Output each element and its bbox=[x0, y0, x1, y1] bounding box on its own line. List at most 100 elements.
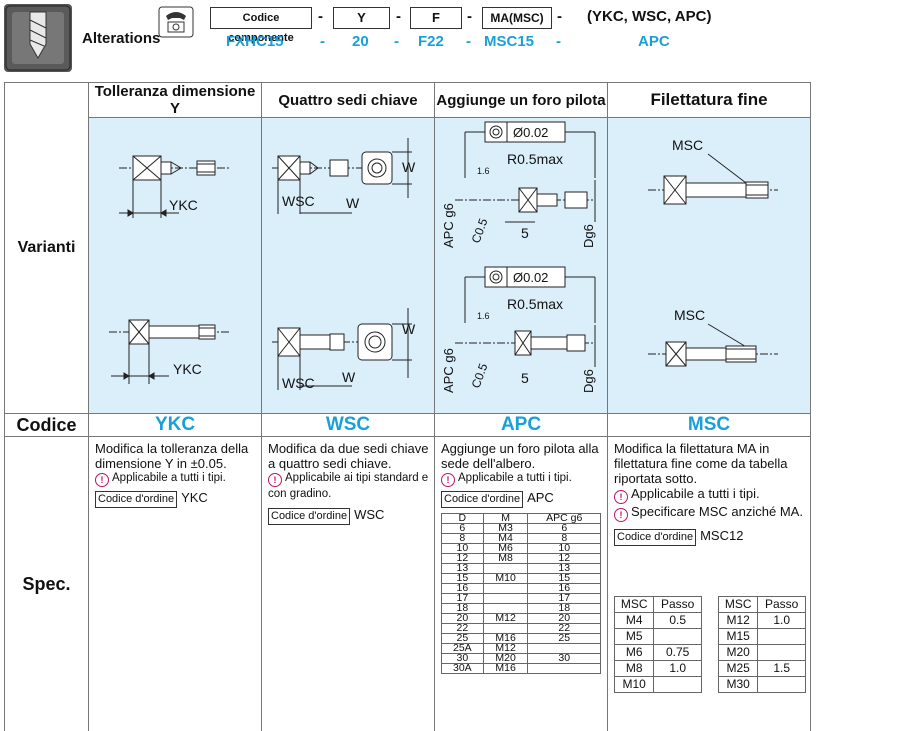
order-code: APC bbox=[527, 490, 554, 505]
radius-label: R0.5max bbox=[507, 296, 563, 312]
w-label: W bbox=[402, 159, 416, 175]
wsc-label: WSC bbox=[282, 193, 315, 209]
order-code: YKC bbox=[181, 490, 208, 505]
dg6-label: Dg6 bbox=[581, 224, 596, 248]
field-ma-box: MA(MSC) bbox=[482, 7, 552, 29]
wsc-drawing: W WSC W bbox=[261, 117, 435, 414]
codice-componente-box: Codice componente bbox=[210, 7, 312, 44]
msc-label: MSC bbox=[672, 137, 703, 153]
passo-cell: M15 bbox=[717, 628, 759, 645]
note-text: Applicabile a tutti i tipi. bbox=[458, 472, 572, 484]
order-label: Codice d'ordine bbox=[441, 491, 524, 508]
code-apc: APC bbox=[434, 413, 608, 437]
alterations-table: Varianti Tolleranza dimensione Y Quattro… bbox=[4, 82, 811, 731]
note-text: Specificare MSC anziché MA. bbox=[631, 504, 803, 519]
spec-msc-text: Modifica la filettatura MA in filettatur… bbox=[614, 441, 788, 486]
passo-row: M30 bbox=[717, 676, 806, 693]
apc-table-cell bbox=[527, 663, 601, 674]
dash: - bbox=[466, 33, 471, 50]
spec-ykc-note: !Applicabile a tutti i tipi. bbox=[95, 471, 257, 487]
passo-cell: 0.5 bbox=[653, 612, 702, 629]
alterations-logo bbox=[4, 4, 72, 72]
passo-cell bbox=[653, 676, 702, 693]
order-code: MSC12 bbox=[700, 528, 744, 543]
passo-cell: 1.0 bbox=[653, 660, 702, 677]
spec-wsc-text: Modifica da due sedi chiave a quattro se… bbox=[268, 441, 429, 471]
passo-row: M5 bbox=[613, 628, 702, 645]
spec-ykc-text: Modifica la tolleranza della dimensione … bbox=[95, 441, 249, 471]
passo-header-cell: Passo bbox=[653, 596, 702, 613]
length-label: 5 bbox=[521, 225, 529, 241]
dash: - bbox=[396, 8, 401, 25]
passo-cell bbox=[653, 628, 702, 645]
example-y: 20 bbox=[352, 33, 369, 50]
passo-row: M20 bbox=[717, 644, 806, 661]
order-code: WSC bbox=[354, 507, 385, 522]
row-label-varianti: Varianti bbox=[4, 82, 89, 414]
passo-cell: 1.0 bbox=[757, 612, 806, 629]
column-header-row: Varianti Tolleranza dimensione Y Quattro… bbox=[4, 82, 811, 414]
order-label: Codice d'ordine bbox=[614, 529, 697, 546]
column-header: Quattro sedi chiave bbox=[261, 82, 435, 118]
code-ykc: YKC bbox=[88, 413, 262, 437]
order-label: Codice d'ordine bbox=[268, 508, 351, 525]
note-text: Applicabile ai tipi standard e con gradi… bbox=[268, 472, 429, 500]
spec-ykc: Modifica la tolleranza della dimensione … bbox=[88, 436, 262, 731]
pin-icon: ! bbox=[268, 473, 282, 487]
apc-table-cell: M10 bbox=[482, 573, 529, 584]
spec-msc: Modifica la filettatura MA in filettatur… bbox=[607, 436, 811, 731]
spec-msc-note: !Applicabile a tutti i tipi. bbox=[614, 486, 806, 504]
dash: - bbox=[318, 8, 323, 25]
spec-wsc-note: !Applicabile ai tipi standard e con grad… bbox=[268, 471, 430, 502]
passo-cell: M30 bbox=[717, 676, 759, 693]
example-msc: MSC15 bbox=[484, 33, 535, 50]
passo-cell: 0.75 bbox=[653, 644, 702, 661]
passo-cell bbox=[757, 644, 806, 661]
chamfer-label: C0.5 bbox=[469, 361, 491, 390]
wsc-label: WSC bbox=[282, 375, 315, 391]
apc-table-cell: M8 bbox=[482, 553, 529, 564]
code-msc: MSC bbox=[607, 413, 811, 437]
spec-wsc: Modifica da due sedi chiave a quattro se… bbox=[261, 436, 435, 731]
apc-g6-label: APC g6 bbox=[441, 203, 456, 248]
code-row: Codice YKC WSC APC MSC bbox=[4, 413, 811, 437]
row-label-spec: Spec. bbox=[4, 436, 89, 731]
passo-header-cell: MSC bbox=[613, 596, 655, 613]
passo-cell: M4 bbox=[613, 612, 655, 629]
dash: - bbox=[320, 33, 325, 50]
ykc-label: YKC bbox=[173, 361, 202, 377]
angle-label: 1.6 bbox=[477, 166, 490, 176]
passo-cell: M8 bbox=[613, 660, 655, 677]
passo-cell: M25 bbox=[717, 660, 759, 677]
msc-label: MSC bbox=[674, 307, 705, 323]
passo-row: M10 bbox=[613, 676, 702, 693]
apc-g6-label: APC g6 bbox=[441, 348, 456, 393]
note-text: Applicabile a tutti i tipi. bbox=[112, 472, 226, 484]
passo-cell: M20 bbox=[717, 644, 759, 661]
apc-table-cell: 30A bbox=[441, 663, 484, 674]
column-header: Aggiunge un foro pilota bbox=[434, 82, 608, 118]
apc-table-cell: 25 bbox=[527, 633, 601, 644]
dash: - bbox=[467, 8, 472, 25]
varianti-row: YKC YKC bbox=[5, 117, 811, 414]
row-label-codice: Codice bbox=[4, 413, 89, 437]
tolerance-label: Ø0.02 bbox=[513, 270, 548, 285]
column-header: Filettatura fine bbox=[607, 82, 811, 118]
apc-table-cell: M16 bbox=[482, 663, 529, 674]
dash: - bbox=[557, 8, 562, 25]
passo-cell bbox=[757, 676, 806, 693]
spec-row: Spec. Modifica la tolleranza della dimen… bbox=[4, 436, 811, 731]
